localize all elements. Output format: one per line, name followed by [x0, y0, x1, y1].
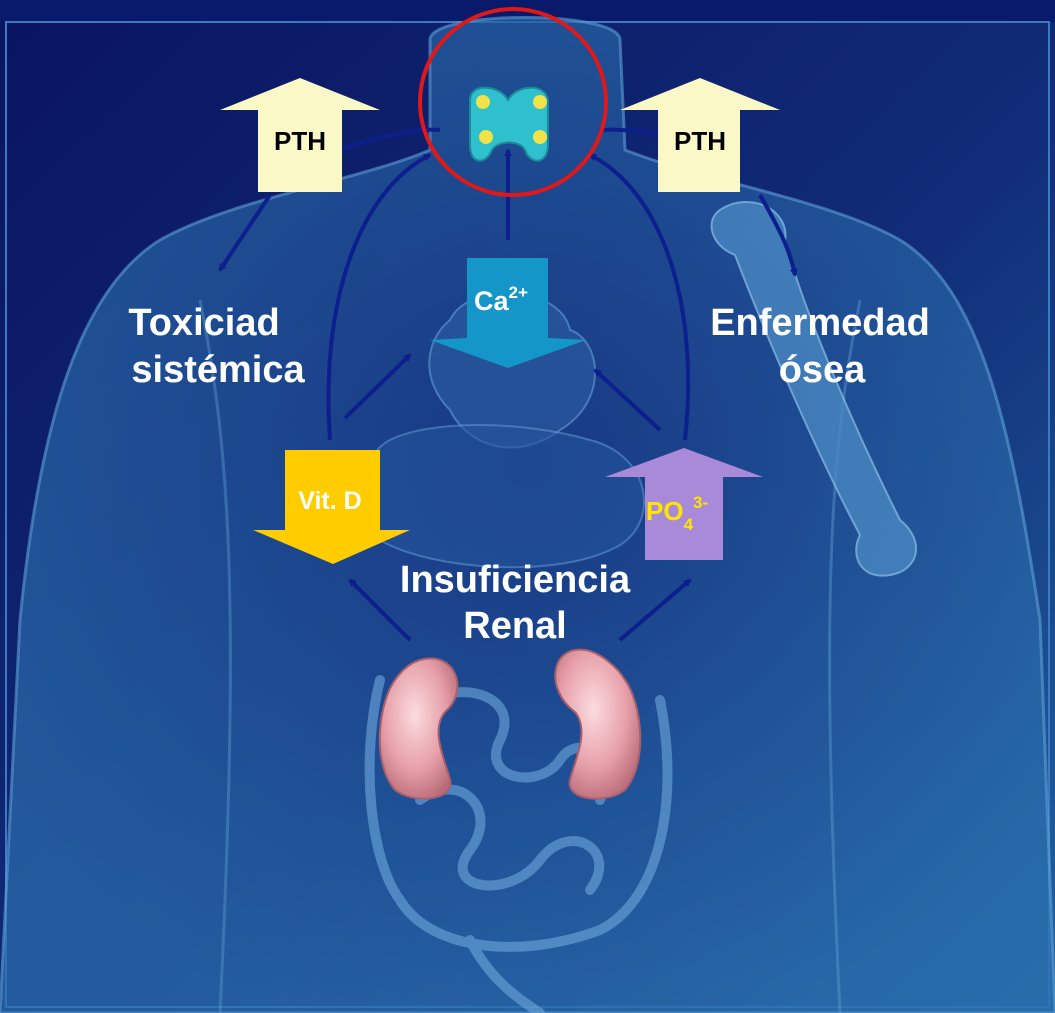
- parathyroid-dot: [533, 95, 547, 109]
- parathyroid-dot: [479, 130, 493, 144]
- bone-disease-title-line1: Enfermedad: [710, 302, 930, 344]
- stomach: [362, 425, 644, 567]
- parathyroid-dot: [476, 95, 490, 109]
- parathyroid-dot: [533, 130, 547, 144]
- toxicity-title-line2: sistémica: [131, 349, 305, 391]
- renal-failure-title-line1: Insuficiencia: [400, 559, 631, 601]
- renal-failure-title-line2: Renal: [463, 605, 566, 647]
- pth-label-left: PTH: [274, 126, 326, 156]
- vitd-label: Vit. D: [298, 487, 361, 515]
- bone-disease-title-line2: ósea: [779, 349, 866, 391]
- pth-label-right: PTH: [674, 126, 726, 156]
- toxicity-title-line1: Toxiciad: [128, 302, 279, 344]
